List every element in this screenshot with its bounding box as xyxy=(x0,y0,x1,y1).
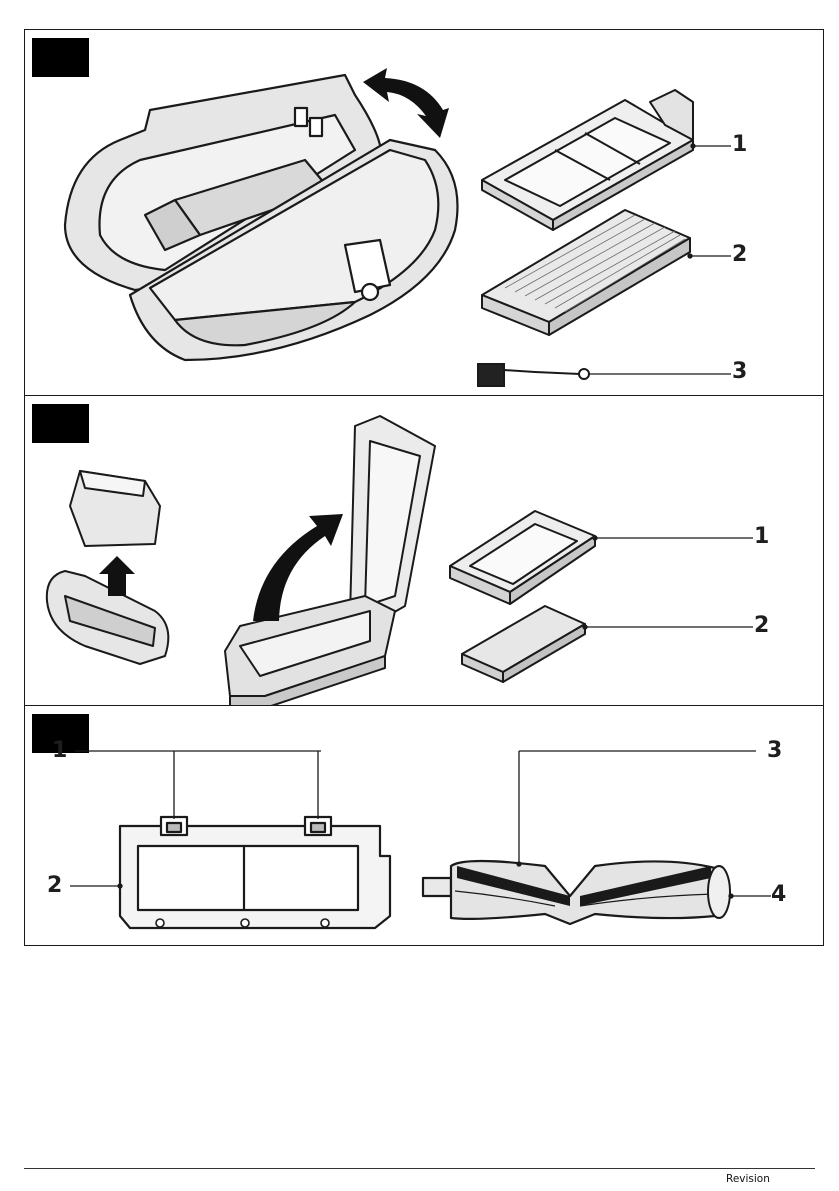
panel-filter-and-brush: 1 2 3 4 xyxy=(25,705,823,946)
callout-label: 4 xyxy=(771,884,786,906)
revision-label: Revision xyxy=(726,1173,770,1185)
callout-label: 2 xyxy=(754,615,769,637)
callout-label: 1 xyxy=(754,526,769,548)
illustration-frame: 1 2 3 xyxy=(24,29,824,946)
panel-filter-removal: 1 2 xyxy=(25,395,823,705)
callout-label: 3 xyxy=(767,740,782,762)
callout-label: 2 xyxy=(47,875,62,897)
dustbin-open-illustration xyxy=(25,30,822,395)
panel-dustbin-overview: 1 2 3 xyxy=(25,30,823,395)
callout-label: 1 xyxy=(732,134,747,156)
filter-removal-illustration xyxy=(25,396,822,706)
callout-label: 3 xyxy=(732,361,747,383)
callout-label: 1 xyxy=(52,740,67,762)
footer-divider xyxy=(24,1168,815,1169)
filter-and-brush-illustration xyxy=(25,706,822,947)
callout-label: 2 xyxy=(732,244,747,266)
